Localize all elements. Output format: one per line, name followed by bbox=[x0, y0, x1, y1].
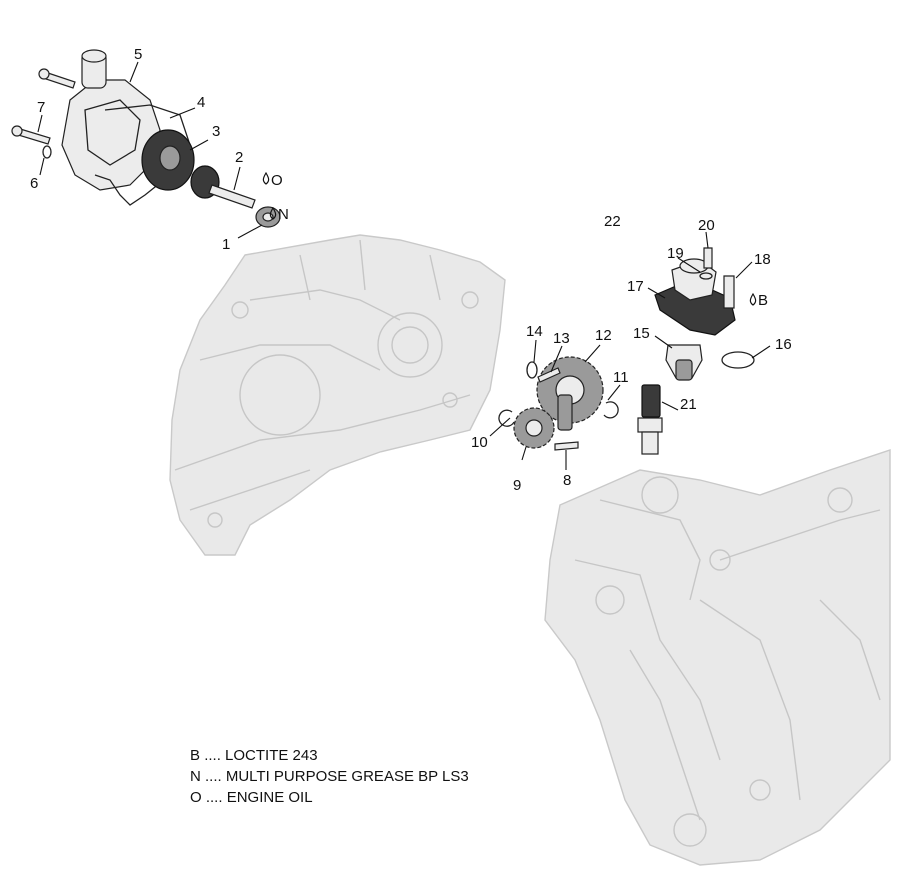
legend-code: O bbox=[190, 789, 202, 806]
callout-7: 7 bbox=[37, 99, 45, 116]
grease-drop-icon-n: N bbox=[269, 206, 289, 223]
loctite-drop-icon-b: B bbox=[749, 292, 768, 309]
oil-drop-icon-o: O bbox=[262, 171, 283, 189]
legend-text: ENGINE OIL bbox=[226, 789, 313, 806]
ghost-crankcase-left bbox=[169, 234, 506, 556]
legend-row-b: B .... LOCTITE 243 bbox=[190, 745, 469, 766]
legend-separator: .... bbox=[205, 768, 222, 785]
svg-text:N: N bbox=[278, 206, 289, 223]
screw-18 bbox=[723, 275, 735, 309]
lube-marks: O N B bbox=[262, 171, 768, 309]
washer-19 bbox=[699, 272, 713, 280]
callout-21: 21 bbox=[680, 396, 697, 413]
callout-4: 4 bbox=[197, 94, 205, 111]
callout-9: 9 bbox=[513, 477, 521, 494]
callout-16: 16 bbox=[775, 336, 792, 353]
callout-22: 22 bbox=[604, 213, 621, 230]
housing-screws bbox=[11, 68, 76, 145]
legend-code: B bbox=[190, 747, 201, 764]
circlip-11 bbox=[603, 401, 619, 419]
legend-text: LOCTITE 243 bbox=[225, 747, 318, 764]
callout-19: 19 bbox=[667, 245, 684, 262]
callout-20: 20 bbox=[698, 217, 715, 234]
needle-pin-8 bbox=[554, 441, 579, 451]
legend-row-o: O .... ENGINE OIL bbox=[190, 787, 469, 808]
callout-12: 12 bbox=[595, 327, 612, 344]
screw-20 bbox=[703, 247, 713, 269]
callout-2: 2 bbox=[235, 149, 243, 166]
callout-3: 3 bbox=[212, 123, 220, 140]
sealing-washer bbox=[42, 145, 52, 159]
lubricant-legend: B .... LOCTITE 243 N .... MULTI PURPOSE … bbox=[190, 745, 469, 808]
callout-14: 14 bbox=[526, 323, 543, 340]
thermostat bbox=[665, 344, 703, 381]
callout-17: 17 bbox=[627, 278, 644, 295]
thermostat-o-ring bbox=[721, 351, 755, 369]
callout-8: 8 bbox=[563, 472, 571, 489]
impeller bbox=[141, 129, 195, 191]
ghost-engine-right bbox=[544, 449, 891, 866]
oil-seal bbox=[255, 206, 281, 228]
temperature-sensor bbox=[637, 384, 663, 455]
pump-shaft bbox=[190, 165, 256, 209]
callout-5: 5 bbox=[134, 46, 142, 63]
callout-13: 13 bbox=[553, 330, 570, 347]
svg-text:B: B bbox=[758, 292, 768, 309]
water-pump-housing bbox=[61, 49, 161, 191]
legend-text: MULTI PURPOSE GREASE BP LS3 bbox=[225, 768, 469, 785]
callout-10: 10 bbox=[471, 434, 488, 451]
callout-1: 1 bbox=[222, 236, 230, 253]
callouts: 1 2 3 4 5 6 7 8 9 10 11 12 13 14 15 16 1… bbox=[30, 46, 792, 494]
legend-separator: .... bbox=[205, 789, 223, 806]
thermostat-housing bbox=[654, 258, 736, 336]
callout-6: 6 bbox=[30, 175, 38, 192]
legend-separator: .... bbox=[204, 747, 221, 764]
callout-18: 18 bbox=[754, 251, 771, 268]
callout-15: 15 bbox=[633, 325, 650, 342]
circlip-10 bbox=[498, 409, 515, 427]
circlip-14 bbox=[526, 361, 538, 379]
drive-gear bbox=[513, 407, 555, 449]
callout-11: 11 bbox=[613, 369, 629, 386]
svg-text:O: O bbox=[271, 172, 283, 189]
legend-code: N bbox=[190, 768, 201, 785]
leader-lines bbox=[37, 61, 771, 470]
legend-row-n: N .... MULTI PURPOSE GREASE BP LS3 bbox=[190, 766, 469, 787]
